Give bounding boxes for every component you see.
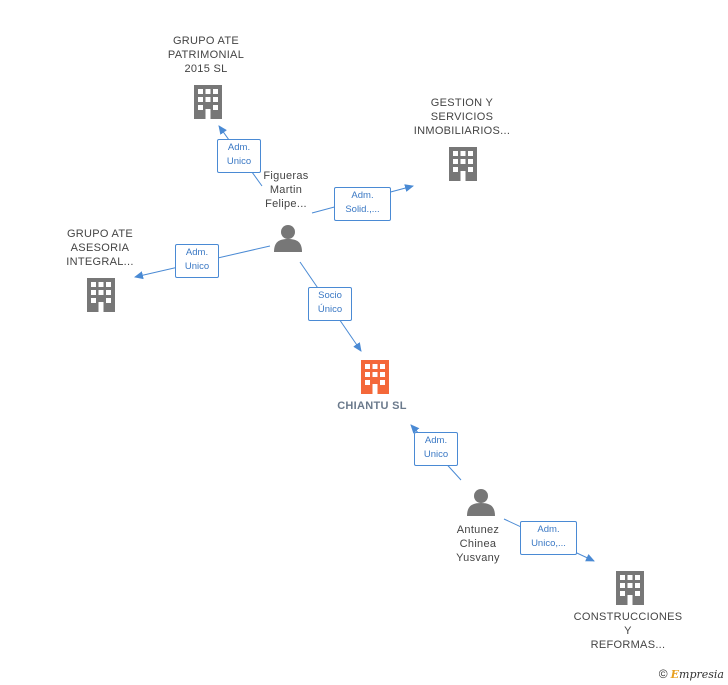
edge-label-line: Unico xyxy=(226,156,252,167)
edge-label-line: Adm. xyxy=(185,247,209,258)
brand-logo-initial: E xyxy=(670,668,680,681)
construcciones-building-icon[interactable] xyxy=(616,571,644,605)
node-label-line: 2015 SL xyxy=(184,63,228,75)
chiantu-building-icon[interactable] xyxy=(361,360,389,394)
edge-label-line: Unico xyxy=(423,449,449,460)
edge-label-line: Socio xyxy=(318,290,342,301)
edge-label-adm-unico[interactable]: Adm. Unico xyxy=(217,139,261,173)
grupo-patrimonial-label[interactable]: GRUPO ATE PATRIMONIAL 2015 SL xyxy=(150,34,262,76)
node-label-line: Chinea xyxy=(459,538,497,550)
node-label-line: INTEGRAL... xyxy=(66,256,134,268)
antunez-label[interactable]: Antunez Chinea Yusvany xyxy=(438,523,518,565)
node-label-line: ASESORIA xyxy=(70,242,130,254)
node-label-line: Y xyxy=(624,625,632,637)
brand-watermark: © Empresia xyxy=(659,667,724,681)
node-label-line: GRUPO ATE xyxy=(66,228,134,240)
grupo-asesoria-label[interactable]: GRUPO ATE ASESORIA INTEGRAL... xyxy=(48,227,152,269)
node-label-line: Felipe... xyxy=(265,198,307,210)
node-label-line: GRUPO ATE xyxy=(172,35,240,47)
node-label-line: INMOBILIARIOS... xyxy=(413,125,511,137)
brand-logo: Empresia xyxy=(671,668,724,681)
node-label-line: Figueras xyxy=(263,170,309,182)
figueras-person-icon[interactable] xyxy=(274,225,302,252)
node-label-line: CHIANTU SL xyxy=(337,400,407,412)
edge-label-socio-unico[interactable]: Socio Único xyxy=(308,287,352,321)
antunez-person-icon[interactable] xyxy=(467,489,495,516)
edge-label-adm-unico[interactable]: Adm. Unico xyxy=(414,432,458,466)
edge-label-line: Adm. xyxy=(227,142,251,153)
edge-label-adm-unico-multi[interactable]: Adm. Unico,... xyxy=(520,521,577,555)
gestion-building-icon[interactable] xyxy=(449,147,477,181)
node-label-line: Martin xyxy=(269,184,303,196)
node-label-line: GESTION Y xyxy=(430,97,494,109)
grupo-patrimonial-building-icon[interactable] xyxy=(194,85,222,119)
edge-label-adm-solid[interactable]: Adm. Solid.,... xyxy=(334,187,391,221)
edge-label-line: Adm. xyxy=(351,190,374,201)
edge-label-line: Único xyxy=(317,304,343,315)
node-label-line: REFORMAS... xyxy=(590,639,666,651)
node-label-line: CONSTRUCCIONES xyxy=(573,611,683,623)
node-label-line: Antunez xyxy=(456,524,500,536)
construcciones-label[interactable]: CONSTRUCCIONES Y REFORMAS... xyxy=(566,610,690,652)
edge-label-line: Adm. xyxy=(537,524,560,535)
node-label-line: Yusvany xyxy=(456,552,500,564)
gestion-label[interactable]: GESTION Y SERVICIOS INMOBILIARIOS... xyxy=(403,96,521,138)
brand-logo-text: mpresia xyxy=(679,668,724,681)
figueras-label[interactable]: Figueras Martin Felipe... xyxy=(246,169,326,211)
edge-label-line: Unico,... xyxy=(531,538,566,549)
node-label-line: PATRIMONIAL xyxy=(167,49,245,61)
grupo-asesoria-building-icon[interactable] xyxy=(87,278,115,312)
edge-label-line: Unico xyxy=(184,261,210,272)
edge-label-line: Adm. xyxy=(424,435,448,446)
edge-label-adm-unico[interactable]: Adm. Unico xyxy=(175,244,219,278)
edge-label-line: Solid.,... xyxy=(345,204,380,215)
copyright-symbol: © xyxy=(658,667,668,681)
node-label-line: SERVICIOS xyxy=(430,111,494,123)
chiantu-label[interactable]: CHIANTU SL xyxy=(320,399,424,413)
